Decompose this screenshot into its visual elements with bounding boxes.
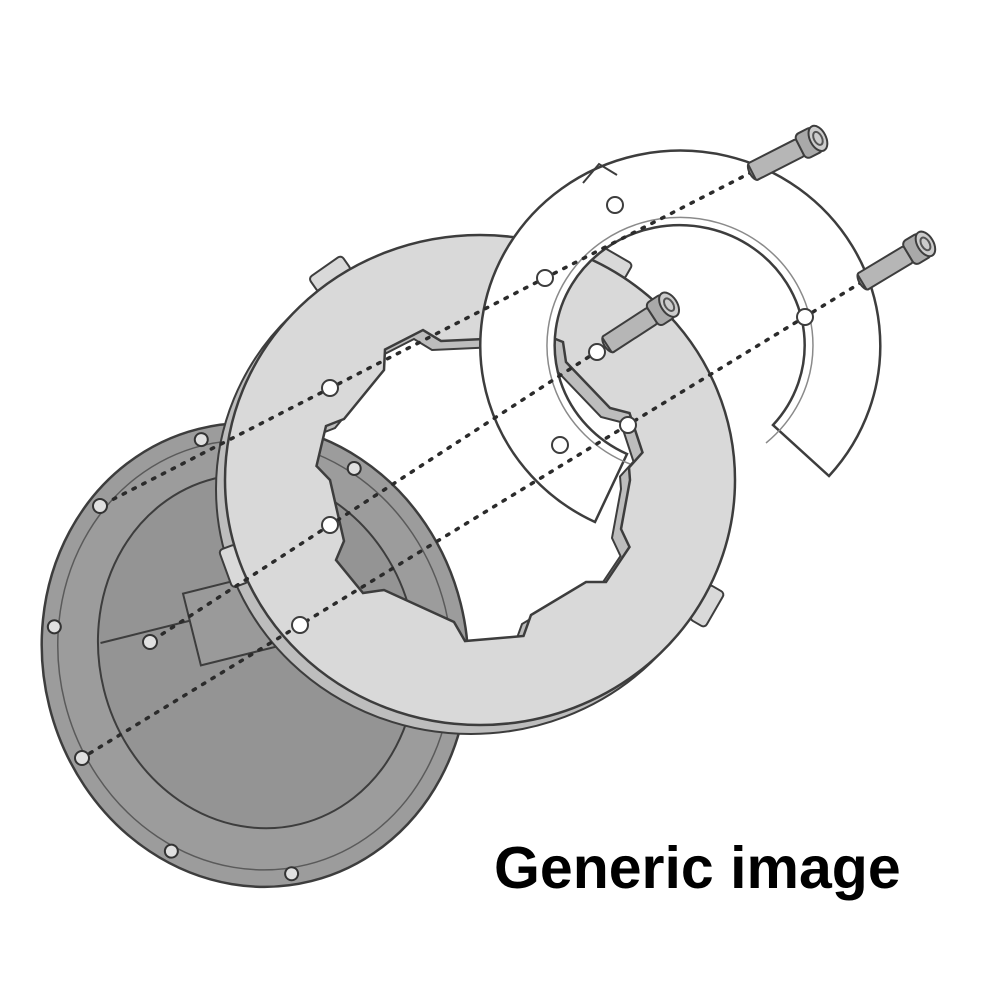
fixing-screw bbox=[746, 124, 829, 181]
spacer-ring bbox=[479, 149, 882, 524]
alignment-line bbox=[98, 170, 754, 508]
screw-hole bbox=[92, 498, 108, 514]
screw-socket bbox=[662, 297, 676, 312]
fixing-screw bbox=[856, 230, 937, 291]
screw-socket bbox=[919, 236, 932, 252]
screw-hole bbox=[291, 616, 309, 634]
screw-hole bbox=[74, 750, 90, 766]
alignment-line bbox=[148, 343, 609, 644]
flange-ring bbox=[214, 233, 737, 735]
screw-shaft bbox=[856, 245, 914, 291]
screw-hole bbox=[551, 436, 569, 454]
screw-holes bbox=[74, 196, 814, 766]
screw-hole bbox=[606, 196, 624, 214]
screw-hole bbox=[163, 843, 179, 859]
caption: Generic image bbox=[494, 835, 901, 901]
alignment-lines bbox=[80, 170, 864, 760]
spacer-notch bbox=[582, 162, 618, 184]
screw-hole bbox=[796, 308, 814, 326]
screw-socket bbox=[812, 130, 824, 146]
screw-hole bbox=[321, 379, 339, 397]
screw-hole bbox=[588, 343, 606, 361]
screw-hole bbox=[536, 269, 554, 287]
ring-body bbox=[223, 233, 737, 727]
screw-hole bbox=[619, 416, 637, 434]
screw-hole bbox=[321, 516, 339, 534]
screw-hole bbox=[142, 634, 158, 650]
screw-hole bbox=[284, 866, 300, 882]
spacer-inner-edge-line bbox=[546, 216, 814, 465]
screw-hole bbox=[46, 619, 62, 635]
fixing-screw bbox=[601, 291, 681, 354]
alignment-line bbox=[80, 280, 864, 760]
screw-hole bbox=[346, 460, 362, 476]
screw-hole bbox=[193, 432, 209, 448]
